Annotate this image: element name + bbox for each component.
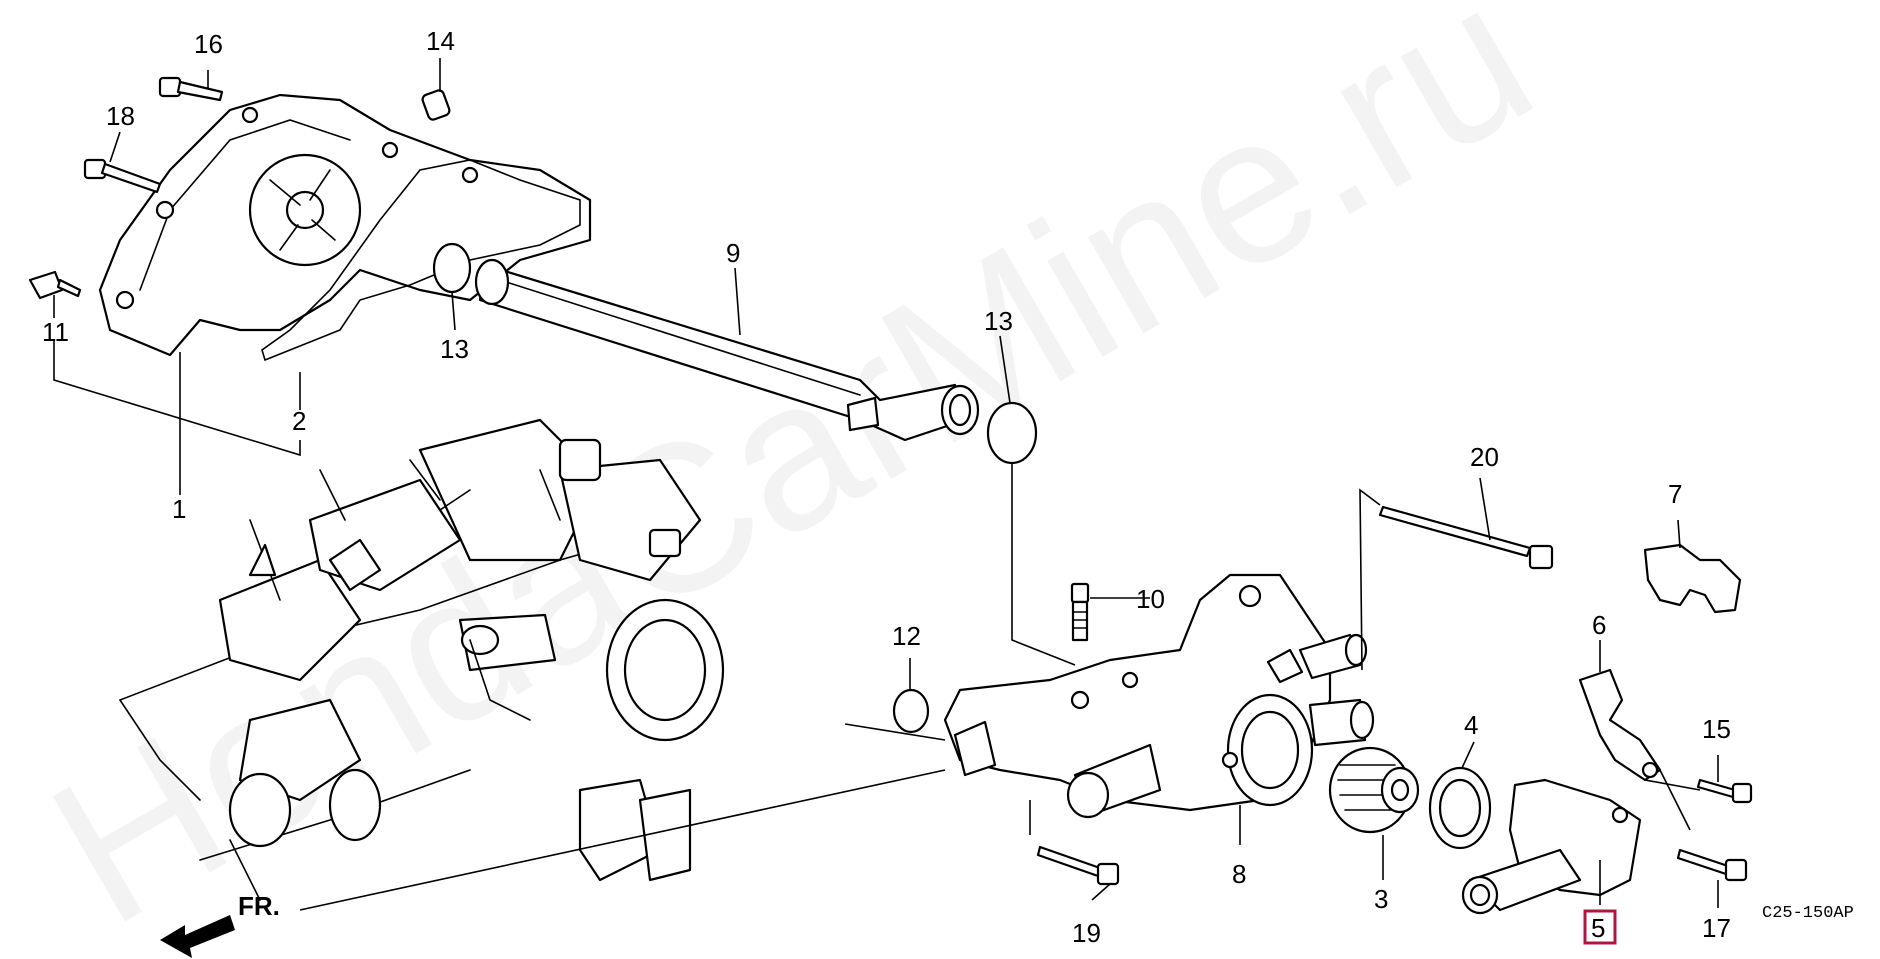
callout-10: 10 — [1136, 584, 1165, 614]
thermostat-cover — [1461, 778, 1642, 915]
o-ring-pipe — [986, 401, 1038, 465]
water-pump — [98, 93, 592, 357]
callout-18: 18 — [106, 101, 135, 131]
o-ring-pump — [432, 242, 472, 294]
bolt-15 — [1696, 778, 1753, 804]
callout-3: 3 — [1374, 884, 1388, 914]
thermostat-housing — [943, 573, 1375, 819]
pump-gasket — [261, 159, 581, 362]
callout-12: 12 — [892, 621, 921, 651]
water-pipe — [474, 258, 980, 442]
bolt-20 — [1378, 505, 1554, 570]
highlight-box — [1583, 909, 1617, 945]
bracket-6 — [1578, 668, 1662, 782]
callout-1: 1 — [172, 494, 186, 524]
thermostat-gasket — [1428, 766, 1492, 850]
leader-lines — [53, 58, 1719, 911]
thermostat — [1328, 746, 1420, 834]
callout-labels: 16 14 18 11 2 1 13 9 13 20 7 10 12 6 4 1… — [42, 26, 1854, 948]
callout-9: 9 — [726, 238, 740, 268]
front-label: FR. — [238, 891, 280, 921]
bleed-bolt — [28, 270, 82, 300]
bracket-7 — [1643, 543, 1742, 614]
callout-20: 20 — [1470, 442, 1499, 472]
callout-6: 6 — [1592, 610, 1606, 640]
bolt-18 — [83, 158, 162, 194]
callout-2: 2 — [292, 406, 306, 436]
diagram-code: C25-150AP — [1762, 904, 1854, 923]
callout-8: 8 — [1232, 859, 1246, 889]
callout-14: 14 — [426, 26, 455, 56]
o-ring-housing — [892, 688, 930, 734]
callout-15: 15 — [1702, 714, 1731, 744]
front-direction-marker: FR. — [160, 891, 280, 958]
temperature-sensor — [1070, 582, 1090, 642]
bolt-16 — [158, 76, 224, 102]
callout-13-pipe: 13 — [984, 306, 1013, 336]
bolt-17 — [1676, 848, 1748, 882]
callout-17: 17 — [1702, 913, 1731, 943]
callout-4: 4 — [1464, 710, 1478, 740]
engine-block-drawing — [119, 418, 725, 901]
callout-19: 19 — [1072, 918, 1101, 948]
dowel-pin — [421, 89, 451, 121]
callout-16: 16 — [194, 29, 223, 59]
callout-7: 7 — [1668, 479, 1682, 509]
callout-13-pump: 13 — [440, 334, 469, 364]
callout-5[interactable]: 5 — [1591, 913, 1605, 943]
bolt-19 — [1036, 845, 1120, 886]
callout-11: 11 — [42, 317, 69, 347]
